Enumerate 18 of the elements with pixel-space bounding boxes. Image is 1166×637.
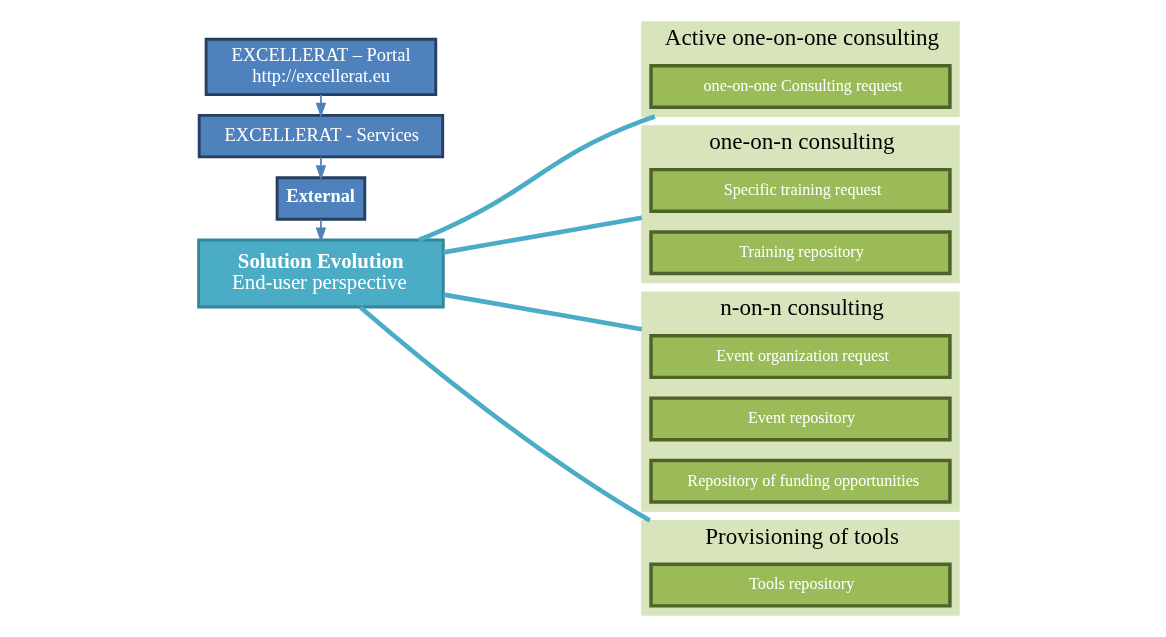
node-box: one-on-one Consulting request xyxy=(648,64,952,110)
node-box: Solution Evolution End-user perspective xyxy=(196,238,445,309)
node-box: Tools repository xyxy=(648,562,952,608)
arrow xyxy=(315,156,326,181)
connector xyxy=(442,292,642,332)
node-box: EXCELLERAT – Portal http://excellerat.eu xyxy=(204,37,437,97)
node-box: Training repository xyxy=(648,230,952,276)
node-box: External xyxy=(275,176,366,221)
connector xyxy=(358,305,651,523)
node-box: Repository of funding opportunities xyxy=(648,458,952,504)
node-box: EXCELLERAT - Services xyxy=(197,113,444,159)
node-box: Event organization request xyxy=(648,334,952,380)
node-box: Specific training request xyxy=(648,167,952,213)
arrow xyxy=(315,93,326,118)
arrow xyxy=(315,218,326,243)
connector xyxy=(417,114,656,243)
node-box: Event repository xyxy=(648,396,952,442)
connector xyxy=(442,215,642,255)
